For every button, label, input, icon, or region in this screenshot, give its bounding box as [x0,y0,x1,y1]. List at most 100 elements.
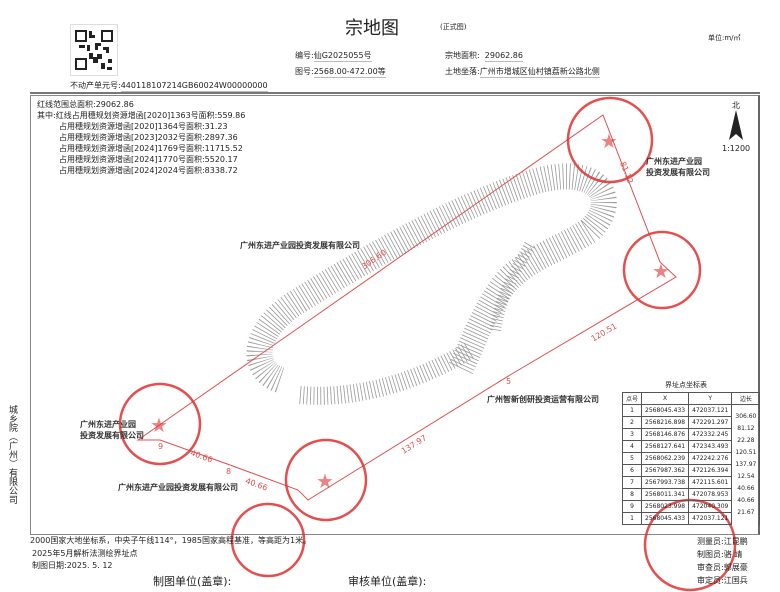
area-item: 占用穗规划资源增函[2024]1770号面积:5520.17 [59,155,238,164]
svg-text:★: ★ [600,129,618,153]
neighbor-label-line: 投资发展有限公司 [646,168,710,177]
header-cell: Y [688,392,733,405]
area-item: 占用穗规划资源增函[2024]1769号面积:11715.52 [59,144,243,153]
table-cell: 2568011.341 [641,488,690,501]
official-stamp [230,502,306,578]
code-field: 编号:仙G2025055号 [295,50,372,62]
table-cell: 472242.276 [688,452,733,465]
header-cell: 点号 [621,392,643,405]
slope-hatching [299,342,475,405]
location-label: 土地坐落: [445,67,480,76]
north-arrow-icon [729,110,743,140]
north-label: 北 [732,101,740,110]
scale-label: 1:1200 [722,144,751,153]
svg-text:★: ★ [652,259,670,283]
table-cell: 5 [621,452,643,465]
table-cell: 2568045.433 [641,404,690,417]
header-cell: X [641,392,690,405]
location-field: 土地坐落:广州市增城区仙村镇荔新公路北侧 [445,66,600,78]
edge-length-cell: 137.97 [731,452,761,468]
area-label: 宗地面积: [445,51,480,60]
slope-hatching [246,163,617,393]
neighbor-label-line: 广州东进产业园 [646,157,702,166]
table-cell: 2568216.898 [641,416,690,429]
neighbor-label: 广州东进产业园投资发展有限公司 [80,419,144,441]
area-item: 占用穗规划资源增函[2023]2032号面积:2897.36 [59,133,238,142]
table-cell: 472037.121 [688,404,733,417]
edge-length-cell: 81.12 [731,416,761,432]
neighbor-label-line: 广州东进产业园 [80,420,136,429]
header-cell: 边长 [731,392,761,405]
table-cell: 7 [621,476,643,489]
table-cell: 4 [621,440,643,453]
point-label: 5 [506,377,512,386]
neighbor-label-line: 投资发展有限公司 [80,431,144,440]
reviewer-seal-label: 审核单位(盖章): [348,575,427,588]
edge-length-cell: 120.51 [731,440,761,456]
maker-seal-label: 制图单位(盖章): [153,575,232,588]
table-cell: 472343.493 [688,440,733,453]
table-cell: 1 [621,404,643,417]
parcel-boundary [136,114,677,501]
location-value: 广州市增城区仙村镇荔新公路北侧 [479,67,600,78]
staff-drafter: 制图员:骆 靖 [697,550,743,559]
code-value: 仙G2025055号 [313,51,372,62]
map-frame [30,95,760,535]
edge-length-cell: 306.60 [731,404,761,420]
edge-length-cell: 21.67 [731,500,761,516]
edge-length-cell: 40.66 [731,488,761,504]
table-header-row: 点号 X Y 边长 [621,392,761,405]
table-cell: 2568062.239 [641,452,690,465]
divider [30,92,760,94]
official-stamp [284,438,368,522]
point-label: 8 [226,467,232,476]
table-cell: 2568023.998 [641,500,690,513]
edge-length-cell: 22.28 [731,428,761,444]
table-cell: 8 [621,488,643,501]
total-area: 红线范围总面积:29062.86 [37,100,134,109]
slope-hatching [489,242,536,332]
unit-number: 不动产单元号:440118107214GB60024W00000000 [70,80,268,92]
map-number-field: 图号:2568.00-472.00等 [295,66,386,78]
subtitle: (正式图) [440,23,467,31]
official-stamp [118,382,202,466]
svg-text:★: ★ [150,413,168,437]
table-cell: 472040.309 [688,500,733,513]
table-cell: 472078.953 [688,488,733,501]
staff-list: 测量员:江昆鹏 制图员:骆 靖 审查员:郭展豪 审定员:江国兵 [697,535,748,587]
neighbor-label: 广州东进产业园投资发展有限公司 [646,156,710,178]
qr-code-icon [70,24,118,76]
map-number-label: 图号: [295,67,314,76]
table-cell: 2568045.433 [641,512,690,525]
table-cell: 2567987.362 [641,464,690,477]
edge-length-cell [731,512,761,525]
table-cell: 2568146.876 [641,428,690,441]
neighbor-label: 广州东进产业园投资发展有限公司 [240,241,360,250]
coord-table-title: 界址点坐标表 [665,381,707,389]
area-breakdown: 红线范围总面积:29062.86 其中:红线占用穗规划资源增函[2020]136… [37,99,245,176]
unit-number-label: 不动产单元号: [70,81,121,90]
survey-method-note: 2025年5月解析法测绘界址点 [32,549,138,558]
table-cell: 2568127.641 [641,440,690,453]
table-cell: 1 [621,512,643,525]
table-cell: 472291.297 [688,416,733,429]
side-label: 城乡院（广州）有限公司 [7,405,17,504]
unit-number-value: 440118107214GB60024W00000000 [120,81,268,92]
map-date: 制图日期:2025. 5. 12 [32,561,113,570]
staff-approver: 审定员:江国兵 [697,576,748,585]
table-cell: 2567993.738 [641,476,690,489]
area-value: 29062.86 [484,51,523,62]
area-item: 其中:红线占用穗规划资源增函[2020]1363号面积:559.86 [37,111,246,120]
area-item: 占用穗规划资源增函[2024]2024号面积:8338.72 [59,166,238,175]
table-cell: 9 [621,500,643,513]
